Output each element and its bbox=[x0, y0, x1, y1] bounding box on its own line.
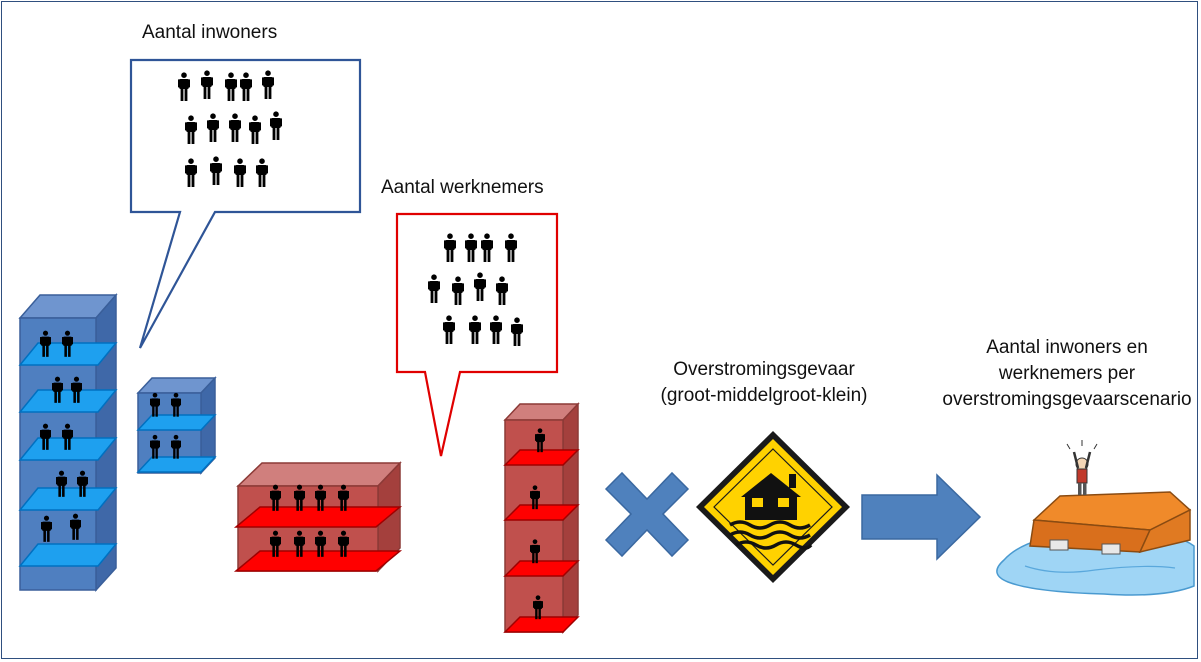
residential-building-tall bbox=[18, 292, 118, 592]
label-result: Aantal inwoners en werknemers per overst… bbox=[917, 335, 1201, 413]
label-result-line3: overstromingsgevaarscenario bbox=[942, 389, 1192, 410]
label-employees: Aantal werknemers bbox=[381, 177, 544, 198]
label-result-line1: Aantal inwoners en bbox=[986, 337, 1148, 358]
residential-building-small bbox=[136, 376, 217, 475]
label-flood-hazard-line1: Overstromingsgevaar bbox=[673, 359, 855, 380]
label-flood-hazard: Overstromingsgevaar (groot-middelgroot-k… bbox=[616, 357, 912, 409]
callout-inhabitants bbox=[129, 58, 362, 349]
office-building-wide bbox=[233, 461, 403, 573]
label-flood-hazard-line2: (groot-middelgroot-klein) bbox=[660, 385, 868, 406]
label-result-line2: werknemers per bbox=[998, 363, 1136, 384]
flooded-house-icon bbox=[996, 440, 1195, 596]
flood-warning-sign-icon bbox=[696, 431, 850, 583]
office-building-tall bbox=[503, 402, 580, 634]
stranded-person bbox=[1066, 440, 1098, 495]
callout-employees bbox=[395, 212, 559, 457]
arrow-right-icon bbox=[861, 473, 982, 561]
label-inhabitants: Aantal inwoners bbox=[142, 22, 278, 43]
multiply-icon bbox=[604, 471, 690, 558]
